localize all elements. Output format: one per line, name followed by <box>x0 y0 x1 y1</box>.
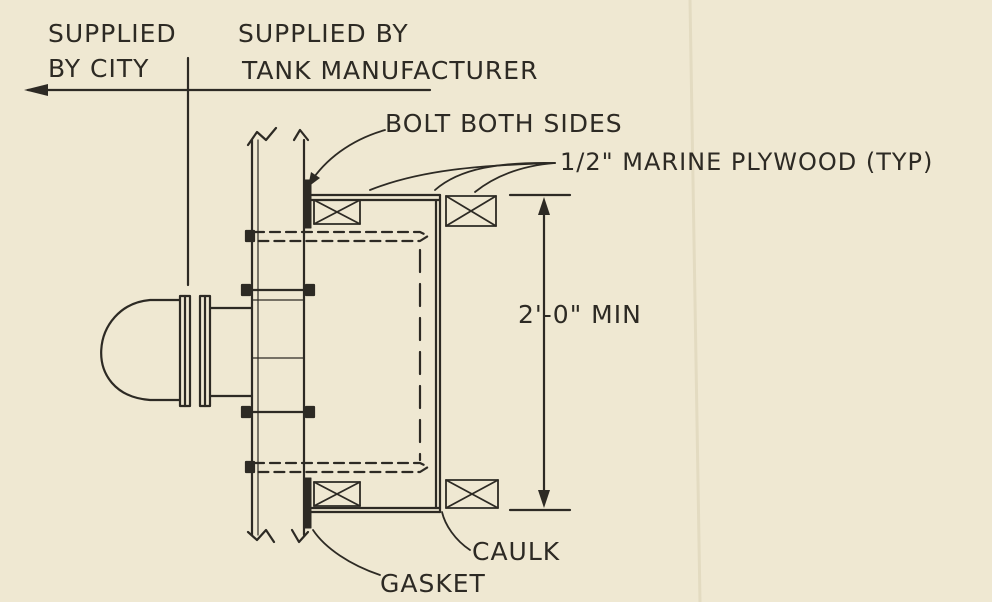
gasket-label: GASKET <box>380 569 486 598</box>
dimension-min-label: 2'-0" MIN <box>518 300 642 329</box>
supplied-by-city-label-line1: SUPPLIED <box>48 19 177 48</box>
dimension-line <box>508 193 572 512</box>
wood-blocking <box>313 195 499 509</box>
caulk-label: CAULK <box>472 537 560 566</box>
divider-arrowhead <box>24 84 48 96</box>
pipe-assembly <box>100 283 316 419</box>
plywood-enclosure <box>309 193 442 514</box>
responsibility-divider <box>24 56 432 287</box>
through-bolts <box>244 229 430 474</box>
leader-lines <box>308 129 556 576</box>
gasket-strips <box>303 179 312 529</box>
supplied-by-city-label-line2: BY CITY <box>48 54 149 83</box>
marine-plywood-label: 1/2" MARINE PLYWOOD (TYP) <box>560 148 933 176</box>
supplied-by-mfr-label-line1: SUPPLIED BY <box>238 19 409 48</box>
bolt-both-sides-label: BOLT BOTH SIDES <box>385 109 623 138</box>
supplied-by-mfr-label-line2: TANK MANUFACTURER <box>241 56 538 85</box>
paper-fold <box>688 0 702 602</box>
